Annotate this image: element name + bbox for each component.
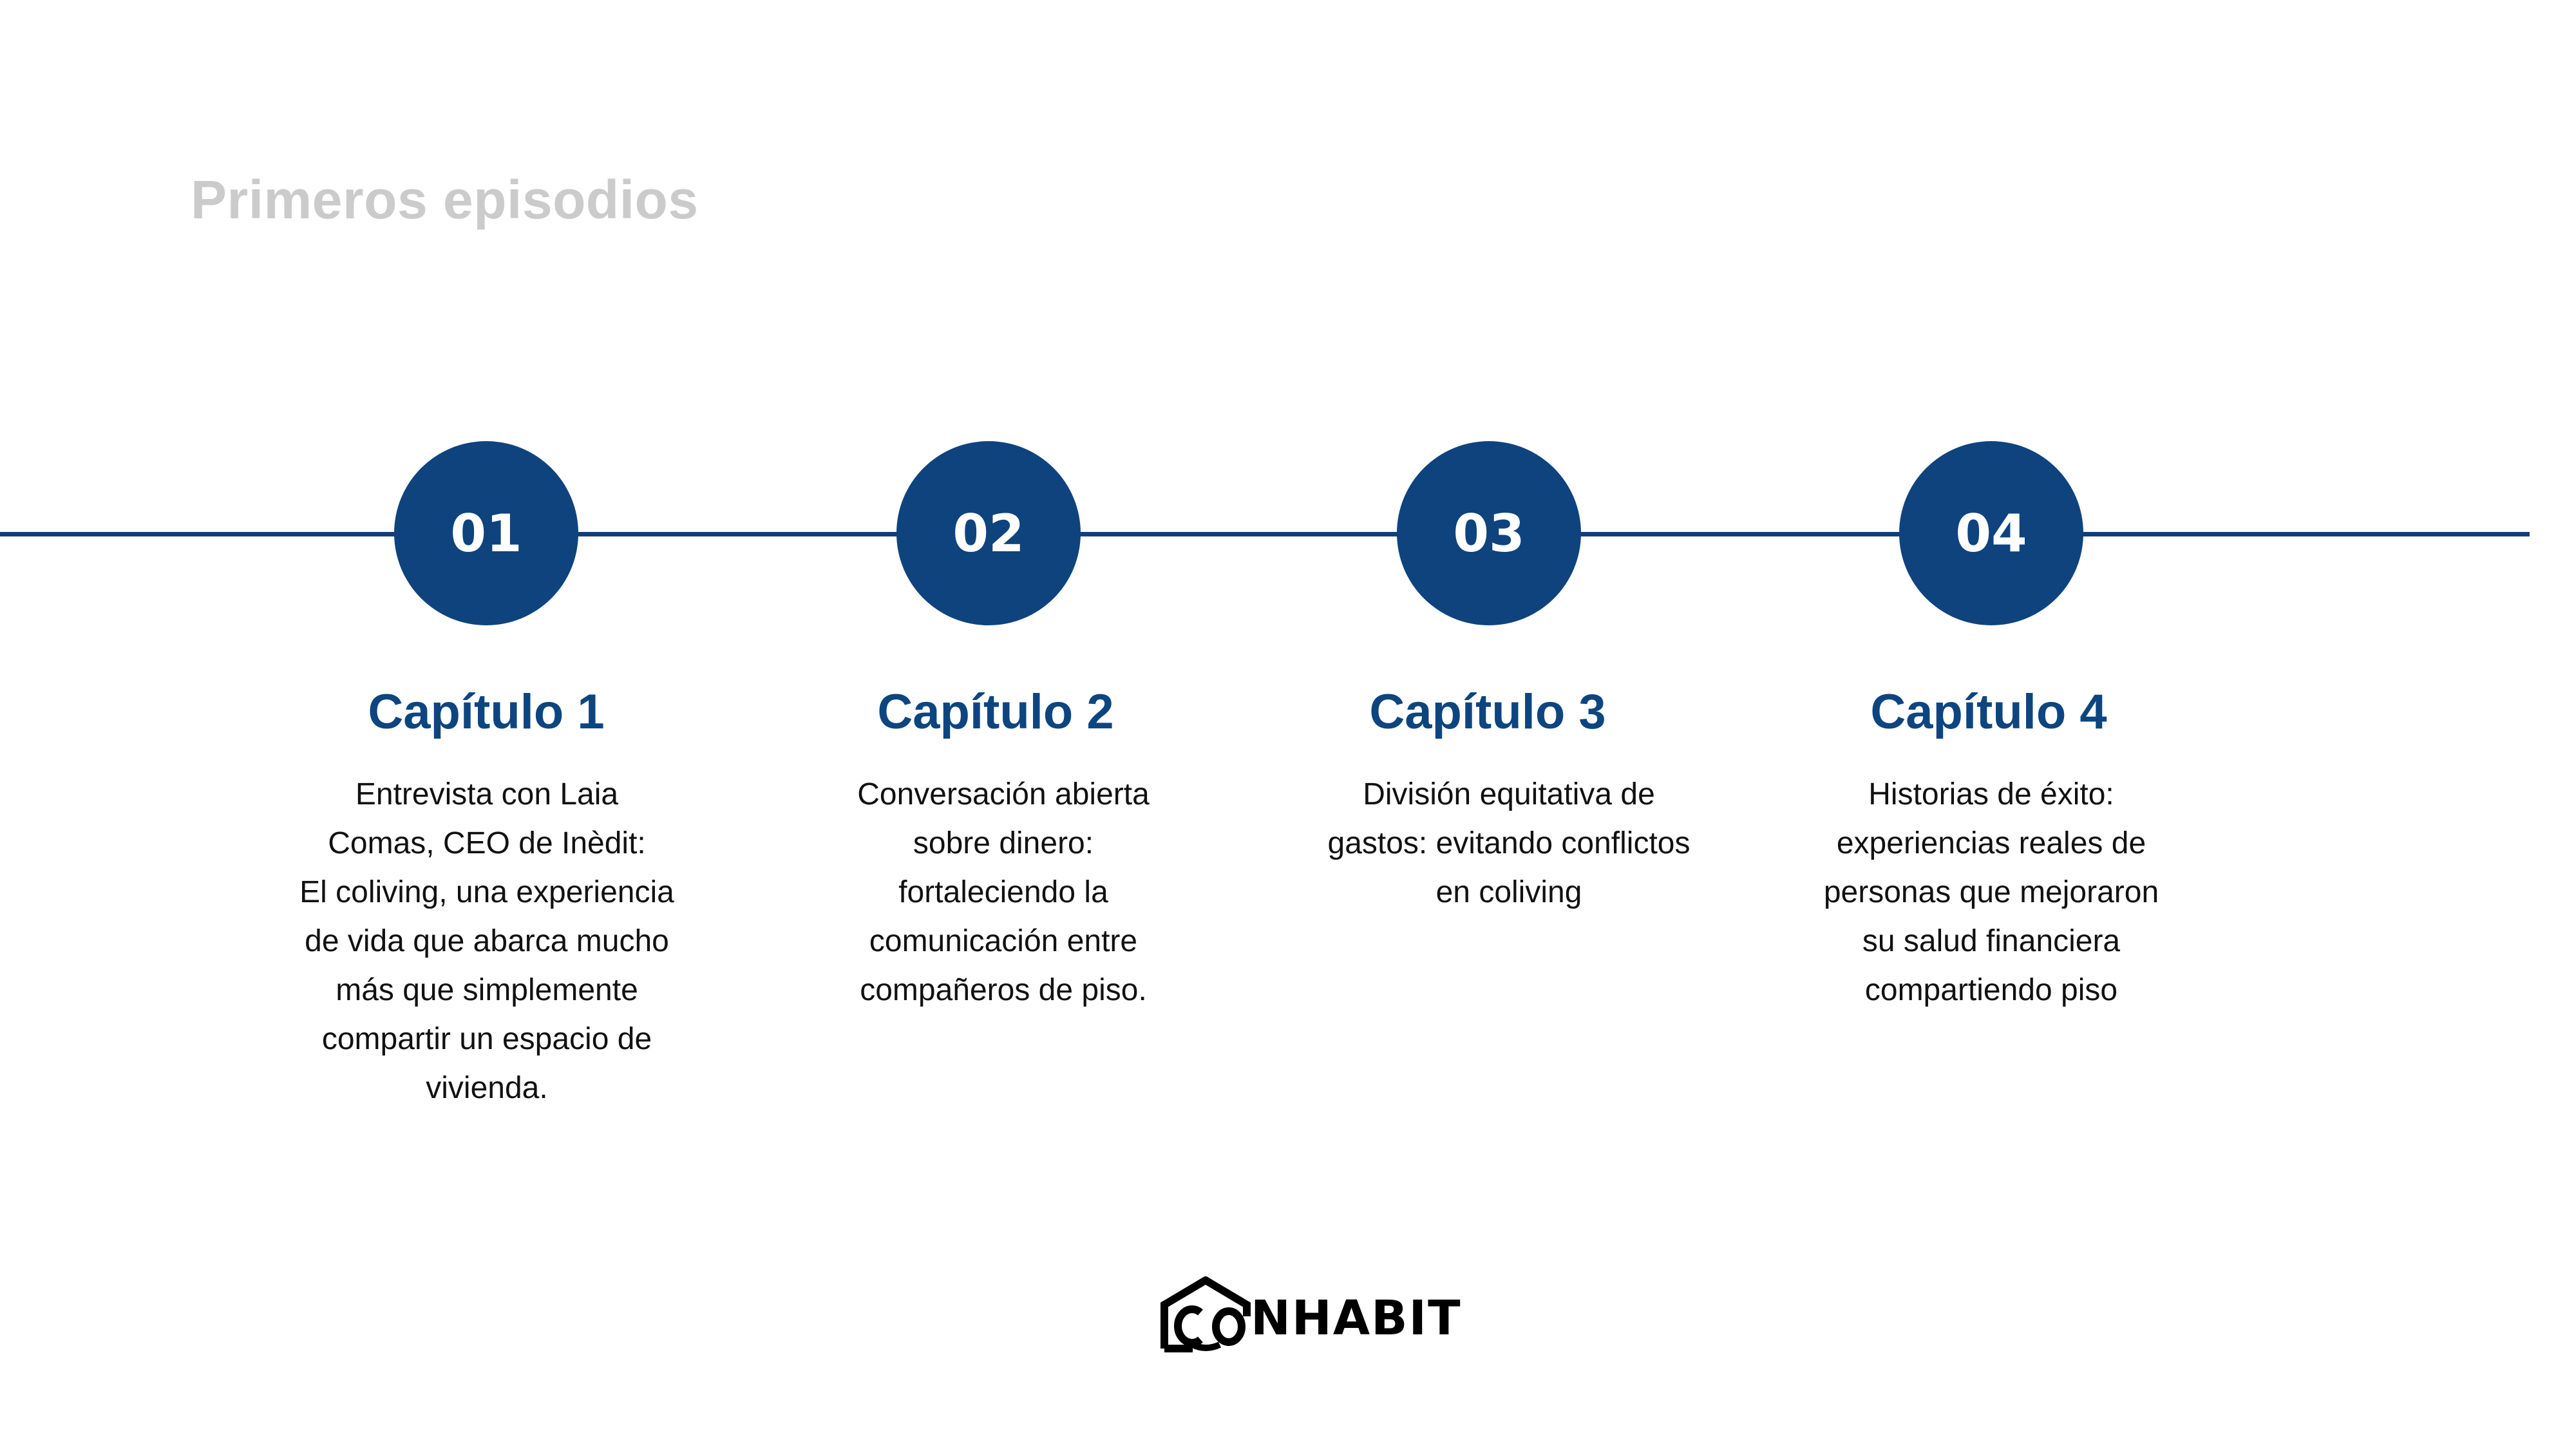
description-line: División equitativa de xyxy=(1363,777,1655,811)
step-title: Capítulo 3 xyxy=(1369,685,1606,739)
step-number-badge: 03 xyxy=(1397,441,1581,625)
description-line: El coliving, una experiencia xyxy=(299,875,674,909)
step-number-badge: 01 xyxy=(394,441,578,625)
description-line: más que simplemente xyxy=(336,973,638,1007)
description-line: compartiendo piso xyxy=(1864,973,2118,1007)
step-number-badge: 02 xyxy=(896,441,1081,625)
step-description: Conversación abierta sobre dinero: forta… xyxy=(797,770,1209,1015)
timeline-line xyxy=(0,532,2530,536)
page-title: Primeros episodios xyxy=(191,169,699,230)
step-number: 03 xyxy=(1453,503,1525,564)
step-number-badge: 04 xyxy=(1899,441,2083,625)
step-title: Capítulo 2 xyxy=(877,685,1114,739)
description-line: en coliving xyxy=(1435,875,1582,909)
coinhabit-logo: NHABIT xyxy=(1160,1276,1461,1352)
logo-wordmark: NHABIT xyxy=(1251,1291,1462,1346)
step-description: División equitativa de gastos: evitando … xyxy=(1303,770,1715,917)
description-line: Comas, CEO de Inèdit: xyxy=(328,826,646,860)
step-number: 01 xyxy=(450,503,522,564)
description-line: compañeros de piso. xyxy=(860,973,1147,1007)
description-line: sobre dinero: xyxy=(913,826,1094,860)
description-line: Historias de éxito: xyxy=(1868,777,2114,811)
step-title: Capítulo 4 xyxy=(1870,685,2107,739)
step-number: 04 xyxy=(1955,503,2027,564)
step-description: Entrevista con Laia Comas, CEO de Inèdit… xyxy=(281,770,693,1113)
description-line: Conversación abierta xyxy=(857,777,1150,811)
step-description: Historias de éxito: experiencias reales … xyxy=(1785,770,2197,1015)
description-line: experiencias reales de xyxy=(1836,826,2146,860)
description-line: fortaleciendo la xyxy=(898,875,1108,909)
step-title: Capítulo 1 xyxy=(368,685,605,739)
description-line: personas que mejoraron xyxy=(1823,875,2159,909)
description-line: comunicación entre xyxy=(869,924,1138,958)
house-logo-icon xyxy=(1160,1276,1251,1352)
description-line: de vida que abarca mucho xyxy=(305,924,669,958)
description-line: Entrevista con Laia xyxy=(355,777,619,811)
description-line: gastos: evitando conflictos xyxy=(1327,826,1690,860)
description-line: compartir un espacio de xyxy=(321,1022,652,1056)
description-line: su salud financiera xyxy=(1862,924,2121,958)
step-number: 02 xyxy=(952,503,1025,564)
description-line: vivienda. xyxy=(426,1071,548,1105)
